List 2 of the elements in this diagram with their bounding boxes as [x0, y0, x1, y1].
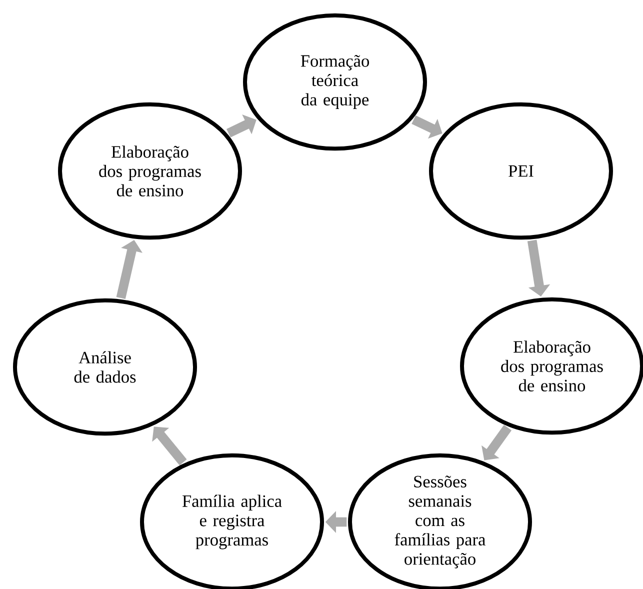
- block-arrow: [226, 114, 256, 138]
- block-arrow: [152, 426, 187, 466]
